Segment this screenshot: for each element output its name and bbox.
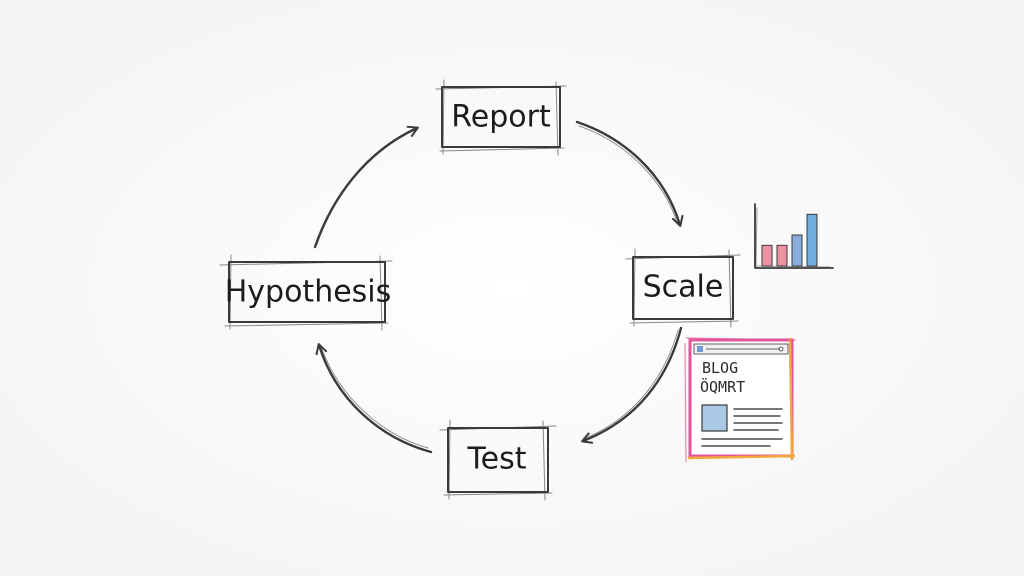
image-placeholder-icon: [701, 404, 728, 432]
mini-chart-bar: [791, 234, 803, 267]
node-label-hypothesis: Hypothesis: [225, 275, 392, 310]
cycle-arrows: [313, 120, 684, 454]
node-scale: Scale: [625, 248, 741, 328]
node-label-report: Report: [451, 100, 551, 135]
mini-chart-bar: [806, 213, 818, 267]
mini-chart-bar: [761, 244, 773, 267]
mini-bar-chart-icon: [754, 203, 834, 269]
node-test: Test: [439, 419, 557, 501]
node-report: Report: [435, 79, 567, 156]
blog-card-subtitle: ÖQMRT: [700, 377, 745, 396]
blog-card-title: BLOG: [702, 359, 738, 377]
arrow-test-to-hypothesis: [315, 343, 433, 454]
arrow-report-to-scale: [575, 120, 684, 227]
arrow-scale-to-test: [581, 326, 683, 444]
text-lines-icon: [701, 408, 783, 447]
mini-chart-bar: [776, 244, 788, 267]
node-hypothesis: Hypothesis: [219, 254, 393, 331]
blog-card: BLOG ÖQMRT: [684, 337, 797, 463]
node-label-scale: Scale: [643, 270, 724, 305]
node-label-test: Test: [466, 442, 526, 477]
